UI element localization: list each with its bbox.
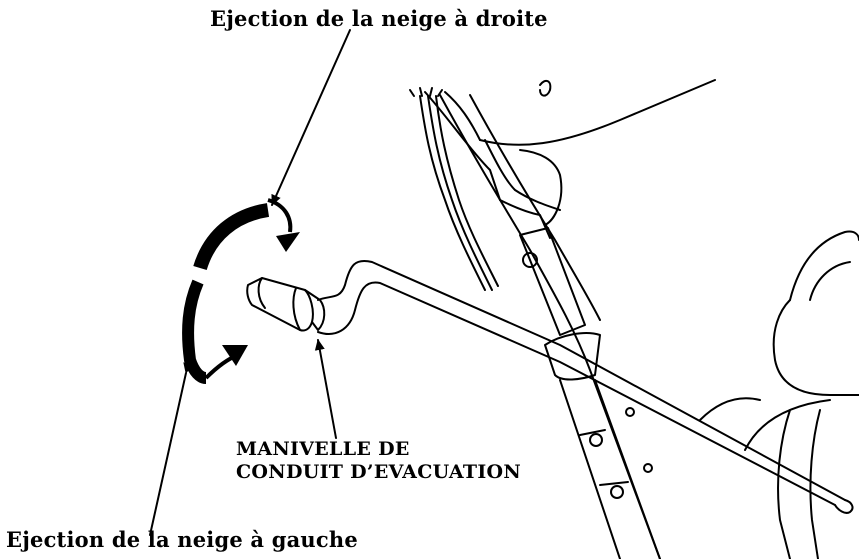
label-chute-crank-line2: CONDUIT D’EVACUATION <box>236 461 522 483</box>
label-eject-right: Ejection de la neige à droite <box>210 6 548 31</box>
engine-parts <box>699 230 859 559</box>
handle-frame <box>439 94 661 559</box>
rotation-arrow-right <box>193 198 300 271</box>
cables <box>409 87 499 291</box>
chute-crank <box>246 260 854 514</box>
label-chute-crank-line1: MANIVELLE DE <box>236 438 410 460</box>
label-eject-left: Ejection de la neige à gauche <box>6 527 358 552</box>
chute-housing <box>424 79 716 239</box>
label-chute-crank: MANIVELLE DE CONDUIT D’EVACUATION <box>236 438 521 484</box>
rotation-arrow-left <box>182 279 248 384</box>
leader-lines <box>149 29 351 536</box>
